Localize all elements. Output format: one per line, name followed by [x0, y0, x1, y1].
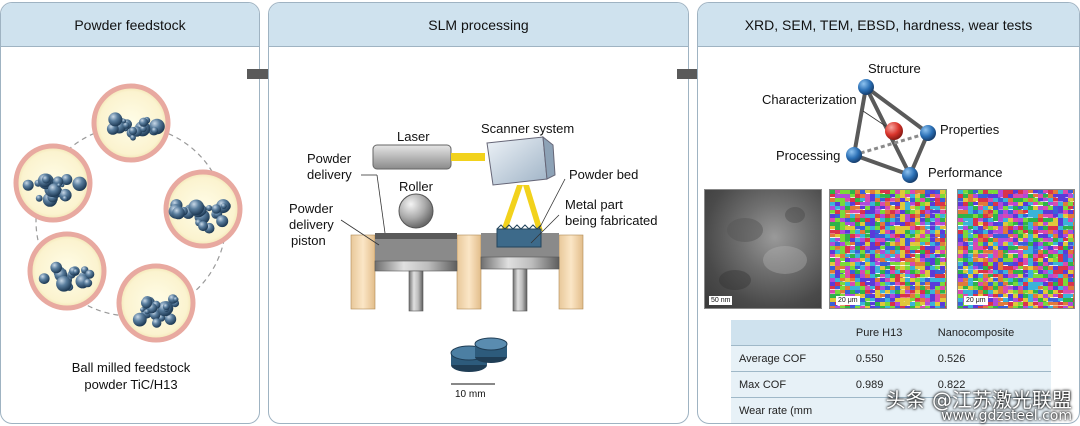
- tests-panel: XRD, SEM, TEM, EBSD, hardness, wear test…: [697, 2, 1080, 424]
- feedstock-caption-line2: powder TiC/H13: [84, 377, 178, 392]
- powder-delivery-label-line1: Powder: [307, 151, 352, 166]
- powder-delivery-label-line2: delivery: [307, 167, 352, 182]
- table-cell: 0.550: [847, 345, 930, 372]
- piston-label-line1: Powder: [289, 201, 334, 216]
- table-header-cell: Pure H13: [847, 320, 930, 346]
- milling-jar: [116, 263, 196, 343]
- table-row: Average COF 0.550 0.526: [731, 345, 1051, 372]
- slm-processing-header: SLM processing: [269, 3, 688, 47]
- table-cell: 0.822: [929, 371, 1051, 398]
- piston-label-line2: delivery: [289, 217, 334, 232]
- milling-jar: [91, 83, 171, 163]
- slm-machine-diagram: [340, 135, 584, 385]
- ebsd-map-pure-h13: 20 μm: [829, 189, 947, 309]
- materials-tetrahedron-diagram: [846, 79, 936, 183]
- tem-scale-bar: 50 nm: [709, 296, 733, 305]
- powder-feedstock-panel: Powder feedstock Ball milled feedstock p…: [0, 2, 260, 424]
- ebsd1-scale-bar: 20 μm: [836, 296, 860, 305]
- ebsd-texture-2: [958, 190, 1074, 308]
- table-header-row: Pure H13 Nanocomposite: [731, 320, 1051, 346]
- table-cell: Average COF: [731, 345, 848, 372]
- laser-label: Laser: [397, 129, 430, 144]
- performance-label: Performance: [928, 165, 1003, 180]
- table-row: Wear rate (mm: [731, 397, 1051, 423]
- milling-jar: [163, 169, 243, 249]
- table-header-cell: Nanocomposite: [929, 320, 1051, 346]
- milling-jar: [13, 143, 93, 223]
- watermark-url: www.gdzsteel.com: [941, 408, 1072, 424]
- tem-texture: [719, 207, 807, 290]
- structure-label: Structure: [868, 61, 921, 76]
- watermark-text: 头条 @江苏激光联盟: [885, 388, 1072, 412]
- powder-feedstock-header: Powder feedstock: [1, 3, 259, 47]
- properties-label: Properties: [940, 122, 1000, 137]
- wear-test-table: Pure H13 Nanocomposite Average COF 0.550…: [731, 320, 1051, 423]
- metal-part-label-line1: Metal part: [565, 197, 623, 212]
- characterization-label: Characterization: [762, 92, 857, 107]
- ball-milling-illustration: [13, 83, 243, 343]
- ebsd-map-nanocomposite: 20 μm: [957, 189, 1075, 309]
- milling-jar: [27, 231, 107, 311]
- scale-bar-label: 10 mm: [455, 389, 486, 400]
- ebsd2-scale-bar: 20 μm: [964, 296, 988, 305]
- processing-label: Processing: [776, 148, 841, 163]
- table-header-cell: [731, 320, 848, 346]
- table-cell: Max COF: [731, 371, 848, 398]
- slm-processing-panel: SLM processing: [268, 2, 689, 424]
- feedstock-caption: Ball milled feedstock powder TiC/H13: [1, 359, 259, 393]
- tem-micrograph: 50 nm: [704, 189, 822, 309]
- metal-part-label-line2: being fabricated: [565, 213, 658, 228]
- table-row: Max COF 0.989 0.822: [731, 371, 1051, 398]
- table-cell: Wear rate (mm: [731, 397, 848, 423]
- table-cell: 0.989: [847, 371, 930, 398]
- ebsd-texture-1: [830, 190, 946, 308]
- feedstock-caption-line1: Ball milled feedstock: [71, 360, 191, 375]
- powder-bed-label: Powder bed: [569, 167, 639, 182]
- piston-label-line3: piston: [291, 233, 326, 248]
- roller-label: Roller: [399, 179, 433, 194]
- table-cell: [929, 397, 1051, 423]
- table-cell: 0.526: [929, 345, 1051, 372]
- scanner-system-label: Scanner system: [481, 121, 575, 136]
- printed-gear-parts: [450, 337, 508, 372]
- table-cell: [847, 397, 930, 423]
- tests-header: XRD, SEM, TEM, EBSD, hardness, wear test…: [698, 3, 1079, 47]
